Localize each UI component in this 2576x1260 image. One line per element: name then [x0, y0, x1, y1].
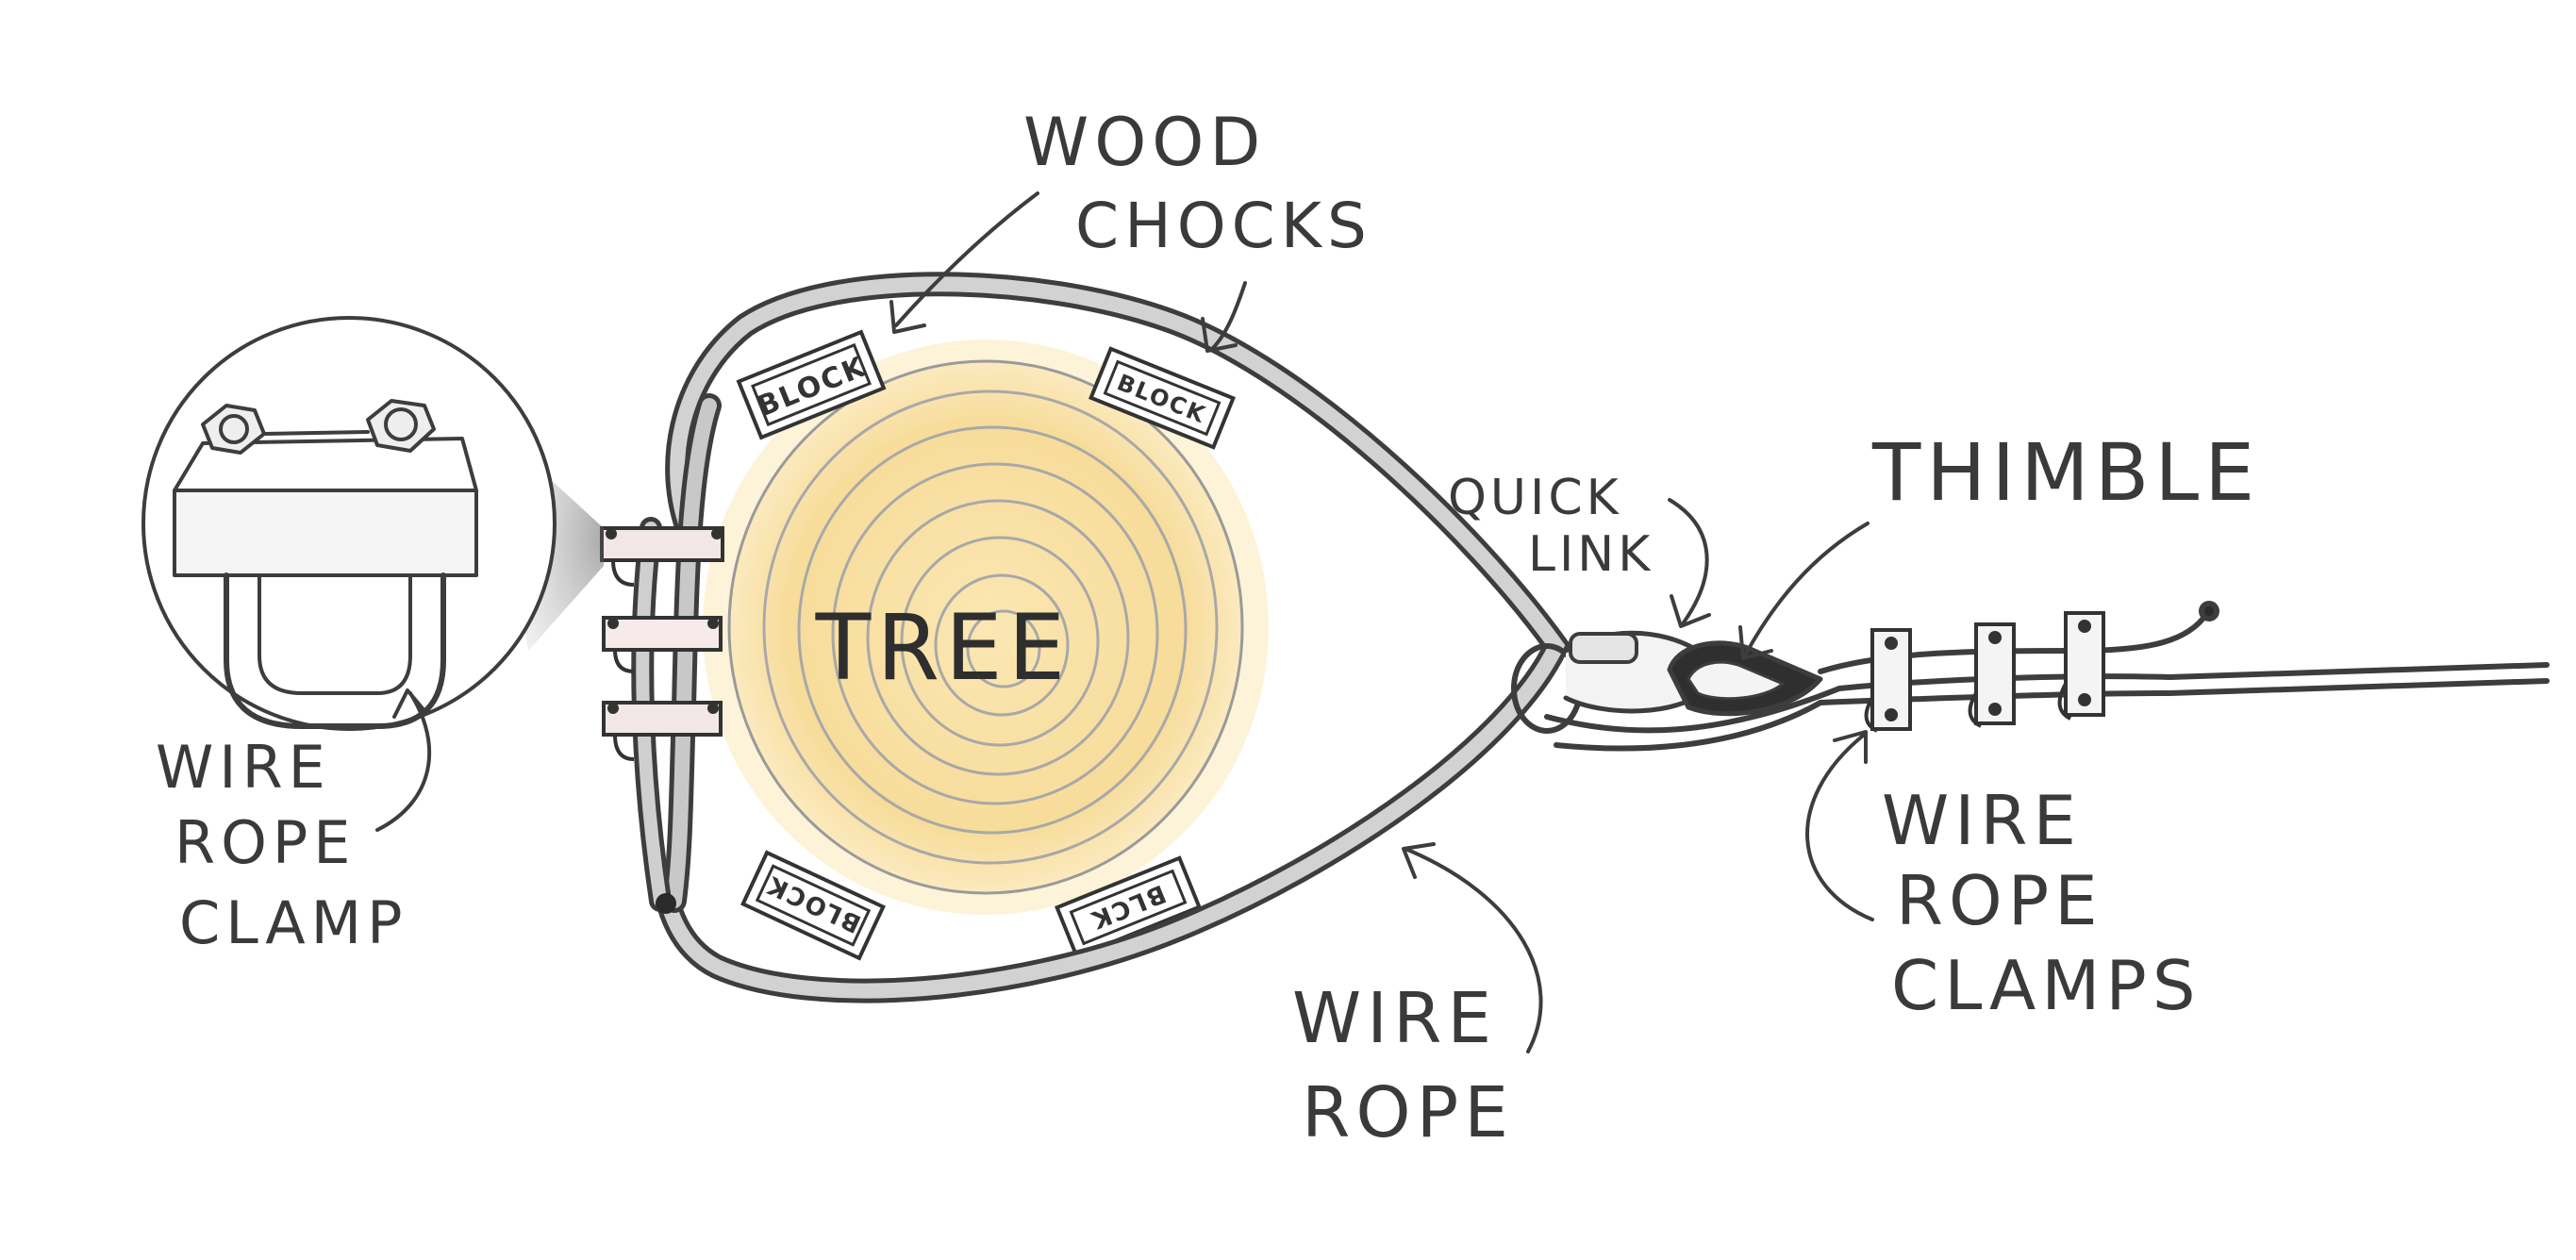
left-wire-rope-clamps — [600, 526, 724, 761]
right-wire-rope-clamps — [1864, 611, 2105, 733]
wire-rope-clamps-label-2: ROPE — [1896, 861, 2103, 940]
wire-rope-clamps-annotation: WIRE ROPE CLAMPS — [1805, 730, 2202, 1025]
clamp-detail-inset: WIRE ROPE CLAMP — [141, 316, 604, 957]
wood-chocks-label-1: WOOD — [1023, 104, 1266, 181]
loop-clamp — [602, 616, 723, 673]
tail-clamp — [1864, 628, 1912, 733]
rope-dead-end — [656, 893, 676, 914]
wire-rope-annotation: WIRE ROPE — [1292, 842, 1543, 1153]
wire-rope-label-2: ROPE — [1302, 1072, 1514, 1153]
wood-chocks-arrow-2 — [1201, 281, 1247, 353]
quick-link-arrow — [1668, 498, 1711, 628]
thimble-arrow — [1738, 522, 1870, 660]
wire-rope-clamps-label-3: CLAMPS — [1891, 946, 2202, 1025]
wire-rope-clamps-label-1: WIRE — [1882, 781, 2082, 860]
u-bolt-clamp-icon — [173, 399, 478, 729]
tree-cross-section — [727, 359, 1244, 895]
quick-link-label-1: QUICK — [1448, 470, 1622, 526]
wire-rope-clamp-label-2: ROPE — [175, 808, 356, 877]
inset-arrow — [375, 688, 432, 832]
wire-rope-label-1: WIRE — [1292, 978, 1497, 1059]
quick-link-annotation: QUICK LINK — [1448, 470, 1711, 628]
wire-rope-arrow — [1402, 842, 1543, 1053]
thimble — [1667, 640, 1823, 717]
tree-trunk: TREE — [703, 340, 1269, 915]
tail-clamp — [2057, 611, 2105, 721]
tree-label: TREE — [815, 595, 1072, 701]
wire-rope-clamp-label-3: CLAMP — [179, 888, 408, 957]
tail-clamp — [1968, 622, 2016, 728]
tail-end — [2199, 601, 2219, 622]
quick-link-label-2: LINK — [1528, 526, 1654, 583]
wire-rope-loop — [631, 272, 1571, 1003]
wood-chocks-label-2: CHOCKS — [1075, 190, 1372, 262]
wire-rope-clamps-arrow — [1805, 730, 1874, 921]
wood-chocks-annotation: WOOD CHOCKS — [889, 104, 1372, 353]
loop-clamp — [600, 526, 724, 587]
thimble-label: THIMBLE — [1871, 426, 2260, 519]
quick-link — [1511, 630, 1710, 734]
thimble-annotation: THIMBLE — [1738, 426, 2260, 660]
wire-rope-clamp-label-1: WIRE — [156, 733, 331, 802]
tree-rings — [762, 390, 1219, 865]
loop-clamp — [602, 701, 723, 761]
wood-chocks-arrow-1 — [889, 191, 1039, 334]
